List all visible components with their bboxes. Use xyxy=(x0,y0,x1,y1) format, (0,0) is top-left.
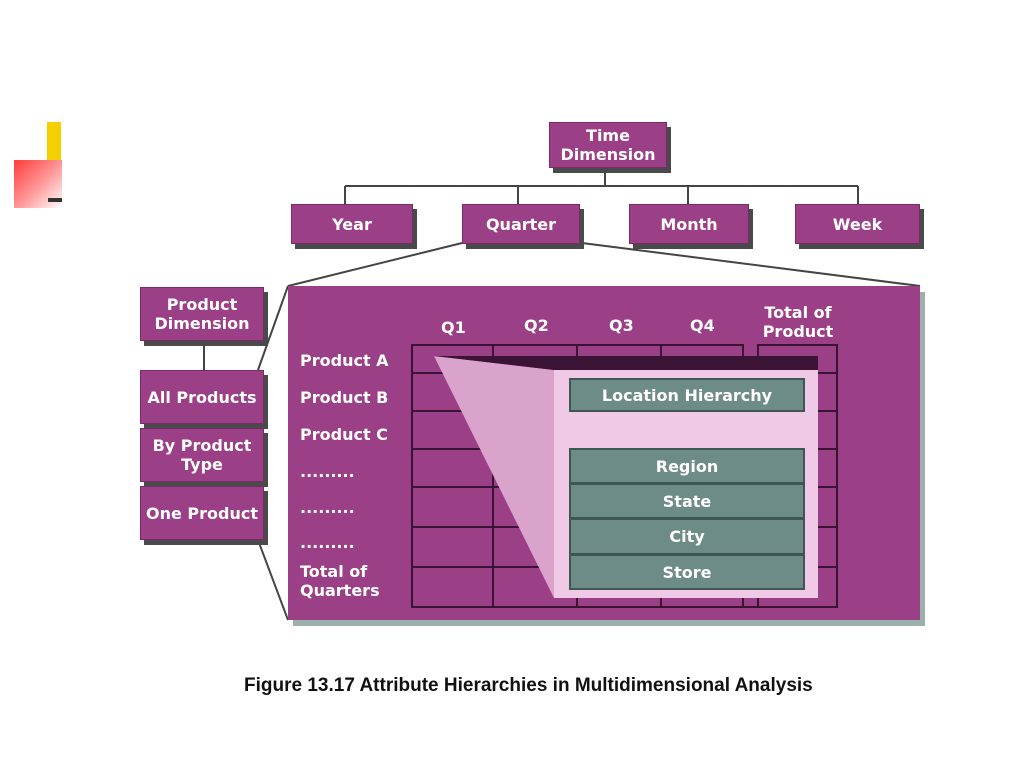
row-label-ellipsis-1: ......... xyxy=(300,462,355,481)
time-dimension-box: Time Dimension xyxy=(549,122,667,168)
product-level-all: All Products xyxy=(140,370,264,424)
time-level-quarter: Quarter xyxy=(462,204,580,244)
grid-vline xyxy=(411,344,413,608)
row-label-ellipsis-2: ......... xyxy=(300,498,355,517)
column-header-q1: Q1 xyxy=(441,318,466,337)
location-level-city: City xyxy=(569,518,805,555)
grid-vline xyxy=(492,344,494,608)
figure-caption: Figure 13.17 Attribute Hierarchies in Mu… xyxy=(244,675,813,696)
grid-vline xyxy=(836,344,838,608)
row-label-total-quarters: Total of Quarters xyxy=(300,562,380,600)
location-level-region: Region xyxy=(569,448,805,484)
product-dimension-box: Product Dimension xyxy=(140,287,264,341)
product-dimension-title: Product Dimension xyxy=(154,295,250,333)
column-header-q3: Q3 xyxy=(609,316,634,335)
location-level-store: Store xyxy=(569,554,805,590)
column-header-q4: Q4 xyxy=(690,316,715,335)
column-header-total: Total of Product xyxy=(762,303,834,341)
location-level-state: State xyxy=(569,483,805,519)
location-hierarchy-title: Location Hierarchy xyxy=(569,378,805,412)
column-header-q2: Q2 xyxy=(524,316,549,335)
time-dimension-title: Time Dimension xyxy=(560,126,656,164)
row-label-ellipsis-3: ......... xyxy=(300,533,355,552)
grid-hline xyxy=(411,344,744,346)
product-level-by-type: By Product Type xyxy=(140,428,264,482)
product-level-one: One Product xyxy=(140,486,264,540)
time-level-year: Year xyxy=(291,204,413,244)
row-label-product-b: Product B xyxy=(300,388,389,407)
time-level-month: Month xyxy=(629,204,749,244)
grid-hline xyxy=(757,344,838,346)
row-label-product-c: Product C xyxy=(300,425,388,444)
row-label-product-a: Product A xyxy=(300,351,389,370)
time-level-week: Week xyxy=(795,204,920,244)
accent-line xyxy=(48,198,62,202)
grid-hline xyxy=(411,606,838,608)
